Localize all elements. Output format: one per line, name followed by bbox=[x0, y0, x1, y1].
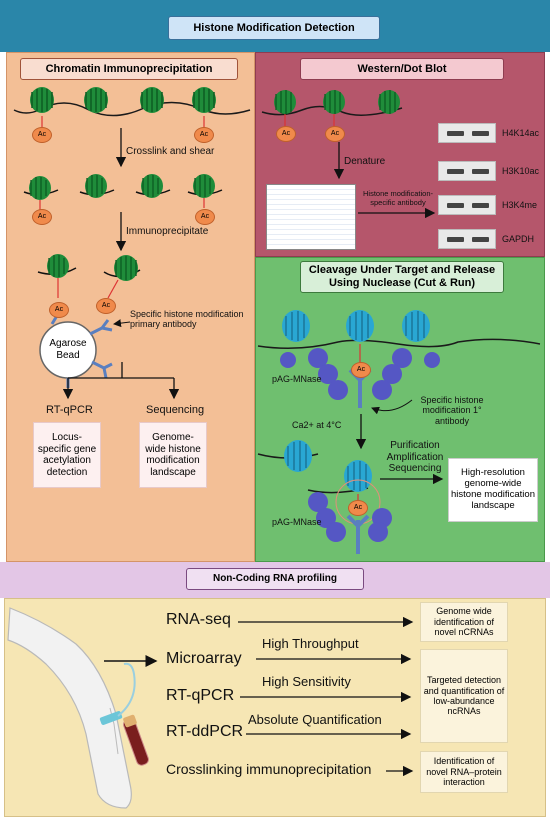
blot-label: H3K4me bbox=[502, 200, 538, 210]
ac-tag-icon: Ac bbox=[32, 209, 52, 225]
cutrun-header: Cleavage Under Target and Release Using … bbox=[300, 261, 504, 293]
ncrna-result-clip: Identification of novel RNA–protein inte… bbox=[420, 751, 508, 793]
immunoprecipitate-label: Immunoprecipitate bbox=[126, 226, 209, 237]
ncrna-arrow-rnaseq bbox=[238, 616, 414, 628]
ncrna-result-targeted: Targeted detection and quantification of… bbox=[420, 649, 508, 743]
result-arrow bbox=[380, 473, 444, 485]
blot-gapdh bbox=[438, 229, 496, 249]
blot-h4k14ac bbox=[438, 123, 496, 143]
primary-antibody-label: Specific histone modification primary an… bbox=[130, 309, 244, 330]
blot-h3k4me bbox=[438, 195, 496, 215]
ac-tag-stem bbox=[203, 116, 205, 128]
ac-tag-icon: Ac bbox=[194, 127, 214, 143]
method-microarray: Microarray bbox=[166, 650, 242, 667]
chip-header: Chromatin Immunoprecipitation bbox=[20, 58, 238, 80]
ncrna-arrow-rtddpcr bbox=[246, 728, 412, 740]
page-title: Histone Modification Detection bbox=[168, 16, 380, 40]
ac-tag-icon: Ac bbox=[96, 298, 116, 314]
ac-tag-icon: Ac bbox=[351, 362, 371, 378]
method-clip: Crosslinking immunoprecipitation bbox=[166, 761, 372, 777]
cutrun-bottom-complex bbox=[257, 440, 392, 554]
arrow-label-quantification: Absolute Quantification bbox=[248, 712, 382, 727]
bead-complex bbox=[37, 254, 141, 388]
locus-specific-result: Locus-specific gene acetylation detectio… bbox=[33, 422, 101, 488]
condition-label: Ca2+ at 4°C bbox=[292, 420, 342, 430]
ncrna-arrow-microarray bbox=[256, 653, 412, 665]
ac-tag-icon: Ac bbox=[325, 126, 345, 142]
nucleosome-icon bbox=[30, 87, 54, 113]
ac-tag-icon: Ac bbox=[49, 302, 69, 318]
denature-label: Denature bbox=[344, 156, 386, 167]
western-antibody-label: Histone modification-specific antibody bbox=[362, 189, 434, 207]
cutrun-result: High-resolution genome-wide histone modi… bbox=[448, 458, 538, 522]
nucleosome-icon bbox=[192, 87, 216, 113]
sheared-fragment bbox=[23, 176, 59, 210]
western-dna bbox=[261, 90, 403, 126]
ncrna-result-genome-wide: Genome wide identification of novel nCRN… bbox=[420, 602, 508, 642]
method-rtddpcr: RT-ddPCR bbox=[166, 723, 244, 740]
genome-wide-result: Genome-wide histone modification landsca… bbox=[139, 422, 207, 488]
ncrna-arrow-clip bbox=[386, 765, 414, 777]
ncrna-arrow-rtqpcr bbox=[240, 691, 412, 703]
ac-tag-icon: Ac bbox=[32, 127, 52, 143]
ac-tag-stem bbox=[41, 116, 43, 128]
ac-tag-icon: Ac bbox=[348, 500, 368, 516]
crosslink-label: Crosslink and shear bbox=[126, 146, 215, 157]
pag-mnase-label: pAG-MNase bbox=[272, 517, 322, 527]
blot-label: H3K10ac bbox=[502, 166, 540, 176]
pag-mnase-label: pAG-MNase bbox=[272, 374, 322, 384]
nucleosome-icon bbox=[140, 87, 164, 113]
step-arrow bbox=[115, 212, 127, 252]
blot-label: GAPDH bbox=[502, 234, 535, 244]
branch-arrows bbox=[62, 362, 180, 400]
sheared-fragment bbox=[135, 174, 171, 198]
cutrun-antibody-label: Specific histone modification 1° antibod… bbox=[420, 395, 484, 426]
denature-arrow bbox=[333, 142, 345, 180]
sheared-fragment bbox=[79, 174, 115, 198]
blot-h3k10ac bbox=[438, 161, 496, 181]
pointer-arrow bbox=[113, 319, 131, 328]
method-rtqpcr: RT-qPCR bbox=[166, 687, 235, 704]
arm-icon bbox=[7, 607, 149, 809]
step-arrow bbox=[115, 128, 127, 168]
membrane-icon bbox=[266, 184, 356, 250]
sheared-fragment bbox=[187, 174, 223, 208]
arm-arrow bbox=[104, 655, 158, 667]
antibody-arrow bbox=[358, 207, 436, 219]
method-rnaseq: RNA-seq bbox=[166, 611, 231, 628]
arrow-label-throughput: High Throughput bbox=[262, 636, 359, 651]
blot-label: H4K14ac bbox=[502, 128, 540, 138]
arrow-label-sensitivity: High Sensitivity bbox=[262, 674, 351, 689]
purification-steps-label: Purification Amplification Sequencing bbox=[386, 440, 444, 474]
sequencing-branch-label: Sequencing bbox=[146, 404, 205, 416]
ac-tag-icon: Ac bbox=[276, 126, 296, 142]
pointer-arrow bbox=[371, 399, 413, 415]
ac-tag-icon: Ac bbox=[195, 209, 215, 225]
agarose-bead-label: Agarose Bead bbox=[49, 338, 87, 361]
ca-arrow bbox=[355, 414, 367, 450]
nucleosome-icon bbox=[84, 87, 108, 113]
ncrna-header: Non-Coding RNA profiling bbox=[186, 568, 364, 590]
rtqpcr-branch-label: RT-qPCR bbox=[46, 404, 93, 416]
cutrun-top-complex bbox=[257, 310, 541, 408]
western-header: Western/Dot Blot bbox=[300, 58, 504, 80]
